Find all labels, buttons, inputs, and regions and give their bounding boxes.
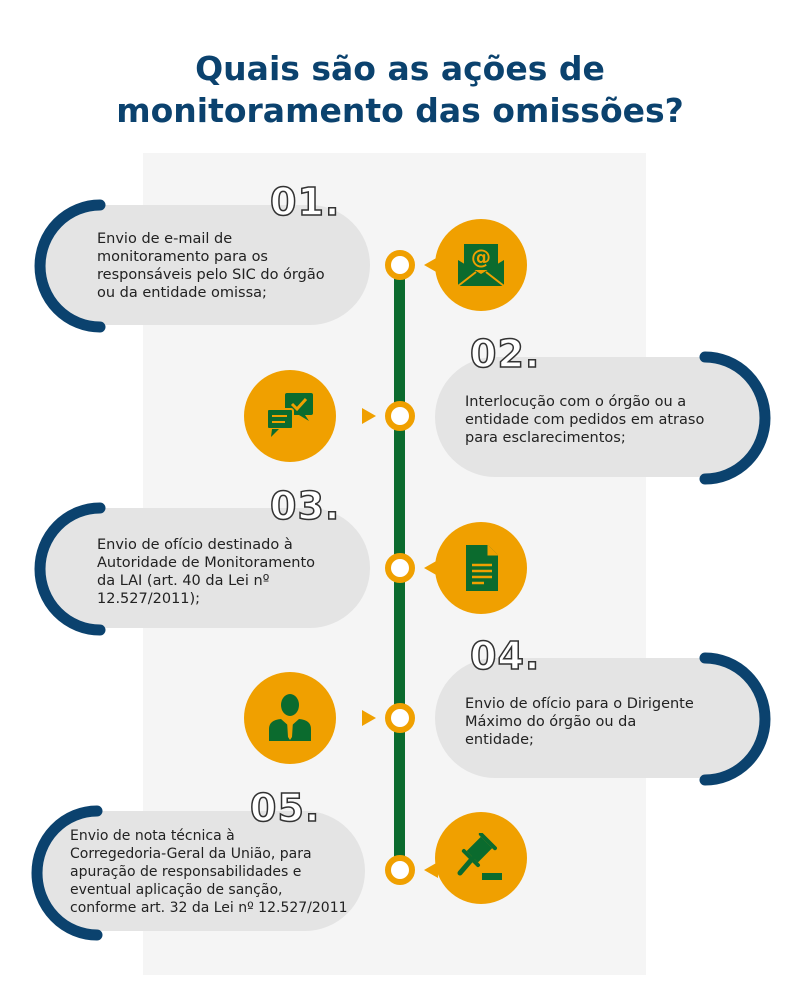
step-1-icon-circle: @ [435, 219, 527, 311]
step-3-text: Envio de ofício destinado à Autoridade de… [97, 536, 315, 608]
title-line-2: monitoramento das omissões? [116, 91, 684, 130]
step-2-text: Interlocução com o órgão ou a entidade co… [465, 393, 704, 447]
page-title: Quais são as ações de monitoramento das … [0, 48, 800, 132]
step-5-text: Envio de nota técnica à Corregedoria-Gera… [70, 827, 348, 917]
pointer [362, 710, 376, 726]
email-at-icon: @ [457, 244, 505, 287]
title-line-1: Quais são as ações de [195, 49, 605, 88]
timeline-node-2 [385, 401, 415, 431]
text-line: da LAI (art. 40 da Lei nº [97, 573, 270, 589]
step-1-text: Envio de e-mail de monitoramento para os r… [97, 230, 325, 302]
text-line: entidade; [465, 732, 534, 748]
step-3-arc [34, 502, 106, 636]
timeline-node-5 [385, 855, 415, 885]
gavel-icon [457, 833, 502, 880]
timeline-node-3 [385, 553, 415, 583]
step-4-icon-circle [244, 672, 336, 764]
text-line: Interlocução com o órgão ou a [465, 394, 687, 410]
text-line: conforme art. 32 da Lei nº 12.527/2011 [70, 900, 348, 916]
text-line: Corregedoria-Geral da União, para [70, 846, 312, 862]
step-4-number: 04. [469, 633, 541, 679]
step-5-number: 05. [249, 785, 321, 831]
step-3-number: 03. [269, 483, 341, 529]
chat-check-icon [266, 393, 313, 437]
step-4-arc [699, 652, 771, 786]
text-line: para esclarecimentos; [465, 430, 626, 446]
step-5-arc [31, 805, 103, 941]
person-suit-icon [269, 694, 311, 741]
text-line: monitoramento para os [97, 249, 268, 265]
step-3-card [40, 508, 370, 628]
step-3-icon-circle [435, 522, 527, 614]
pointer [424, 862, 438, 878]
step-5-card [40, 811, 365, 931]
step-2-number: 02. [469, 331, 541, 377]
step-1-card [40, 205, 370, 325]
text-line: Autoridade de Monitoramento [97, 555, 316, 571]
text-line: eventual aplicação de sanção, [70, 882, 283, 898]
text-line: Máximo do órgão ou da [465, 714, 637, 730]
step-2-icon-circle [244, 370, 336, 462]
text-line: responsáveis pelo SIC do órgão [97, 267, 325, 283]
text-line: apuração de responsabilidades e [70, 864, 302, 880]
step-2-card [435, 357, 765, 477]
text-line: Envio de ofício para o Dirigente [465, 696, 694, 712]
pointer [424, 257, 438, 273]
text-line: Envio de nota técnica à [70, 828, 235, 844]
step-1-arc [34, 199, 106, 333]
text-line: Envio de ofício destinado à [97, 537, 293, 553]
text-line: 12.527/2011); [97, 591, 201, 607]
step-2-arc [699, 351, 771, 485]
document-icon [466, 545, 498, 591]
text-line: entidade com pedidos em atraso [465, 412, 705, 428]
step-1-number: 01. [269, 179, 341, 225]
svg-text:@: @ [471, 245, 491, 269]
pointer [362, 408, 376, 424]
text-line: Envio de e-mail de [97, 231, 233, 247]
pointer [424, 560, 438, 576]
timeline-node-4 [385, 703, 415, 733]
step-4-card [435, 658, 765, 778]
timeline-node-1 [385, 250, 415, 280]
step-5-icon-circle [435, 812, 527, 904]
text-line: ou da entidade omissa; [97, 285, 267, 301]
